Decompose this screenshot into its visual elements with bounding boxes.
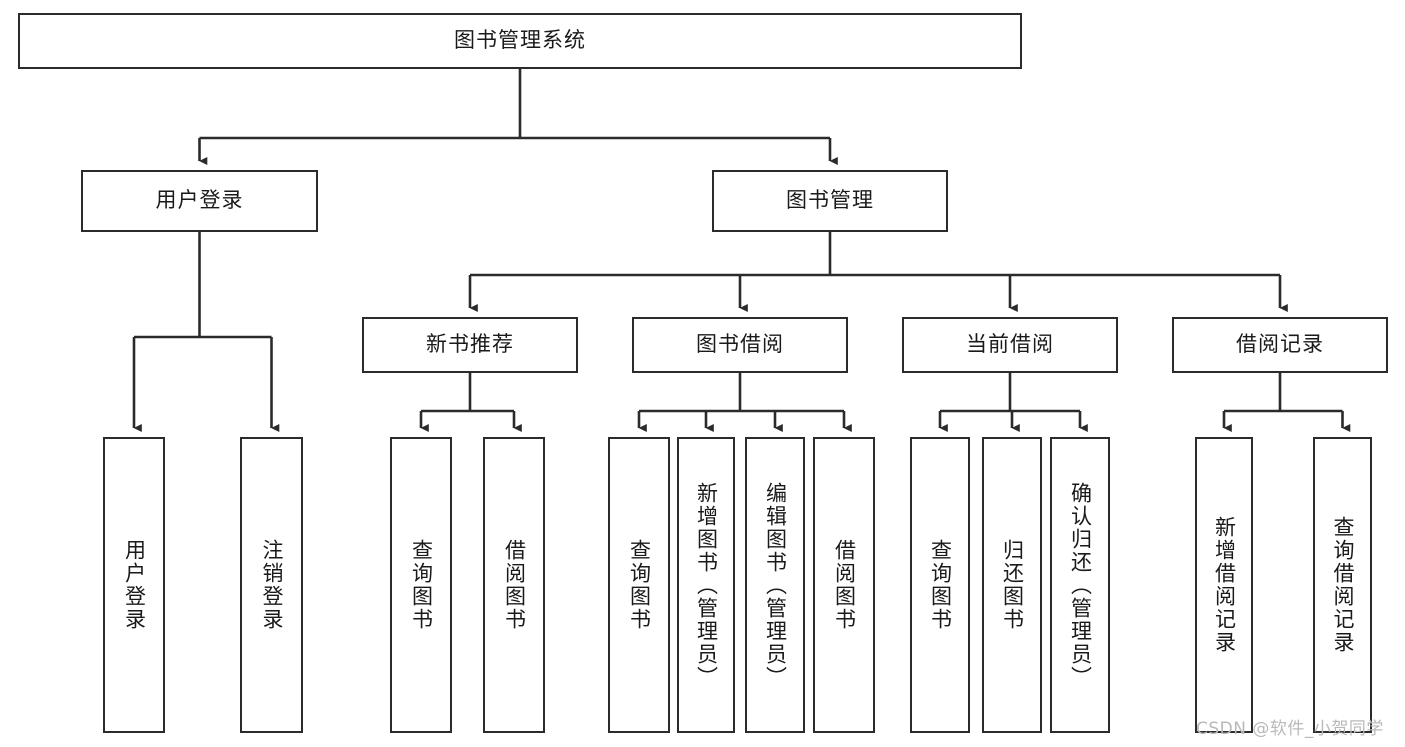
- node-leaf-confirm-return[interactable]: 确认归还（管理员）: [1050, 437, 1110, 733]
- node-borrow-record[interactable]: 借阅记录: [1172, 317, 1388, 373]
- node-leaf-add-record[interactable]: 新增借阅记录: [1195, 437, 1253, 733]
- node-leaf-borrow-book-2[interactable]: 借阅图书: [813, 437, 875, 733]
- node-leaf-borrow-book-1[interactable]: 借阅图书: [483, 437, 545, 733]
- csdn-watermark: CSDN @软件_小贺同学: [1196, 719, 1384, 739]
- node-label: 借阅记录: [1236, 332, 1324, 357]
- node-label: 编辑图书（管理员）: [763, 481, 788, 689]
- node-label: 图书管理: [786, 188, 874, 213]
- node-leaf-edit-book[interactable]: 编辑图书（管理员）: [745, 437, 805, 733]
- node-book-borrow[interactable]: 图书借阅: [632, 317, 848, 373]
- node-leaf-query-book-1[interactable]: 查询图书: [390, 437, 452, 733]
- node-leaf-return-book[interactable]: 归还图书: [982, 437, 1042, 733]
- node-label: 查询借阅记录: [1330, 516, 1355, 654]
- node-label: 借阅图书: [832, 539, 857, 631]
- node-label: 图书管理系统: [454, 28, 586, 53]
- node-leaf-query-book-2[interactable]: 查询图书: [608, 437, 670, 733]
- node-current-borrow[interactable]: 当前借阅: [902, 317, 1118, 373]
- node-label: 查询图书: [627, 539, 652, 631]
- node-leaf-add-book[interactable]: 新增图书（管理员）: [677, 437, 735, 733]
- node-label: 确认归还（管理员）: [1068, 481, 1093, 689]
- node-label: 图书借阅: [696, 332, 784, 357]
- node-leaf-query-record[interactable]: 查询借阅记录: [1313, 437, 1372, 733]
- node-label: 新增图书（管理员）: [694, 481, 719, 689]
- node-label: 用户登录: [155, 188, 244, 213]
- node-user-login[interactable]: 用户登录: [81, 170, 318, 232]
- node-label: 新书推荐: [426, 332, 514, 357]
- node-leaf-user-login[interactable]: 用户登录: [103, 437, 165, 733]
- node-label: 当前借阅: [966, 332, 1054, 357]
- node-label: 查询图书: [409, 539, 434, 631]
- node-leaf-query-book-3[interactable]: 查询图书: [910, 437, 970, 733]
- node-label: 借阅图书: [502, 539, 527, 631]
- node-label: 注销登录: [259, 539, 284, 631]
- node-label: 用户登录: [122, 539, 147, 631]
- node-label: 新增借阅记录: [1212, 516, 1237, 654]
- node-new-book-rec[interactable]: 新书推荐: [362, 317, 578, 373]
- node-leaf-logout[interactable]: 注销登录: [240, 437, 303, 733]
- node-root[interactable]: 图书管理系统: [18, 13, 1022, 69]
- node-label: 查询图书: [928, 539, 953, 631]
- node-label: 归还图书: [1000, 539, 1025, 631]
- node-book-manage[interactable]: 图书管理: [712, 170, 948, 232]
